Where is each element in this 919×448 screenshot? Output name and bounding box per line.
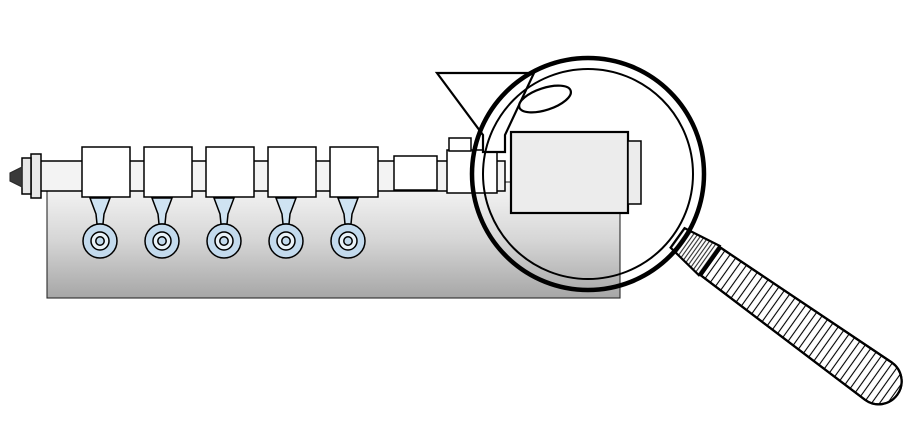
heater-block [329,146,379,198]
feed-top-block [448,137,472,152]
heater-blocks [81,146,379,198]
die-flange-outer [30,153,42,199]
lens-inner-ring [482,68,694,280]
coupling-block [393,155,438,191]
heater-block [267,146,317,198]
zoom-section-cap [627,140,642,205]
lens-highlight-icon [517,84,573,114]
handle-grip-ribs [701,247,902,405]
heater-block [143,146,193,198]
heater-block [205,146,255,198]
die-flange-inner [21,157,32,195]
heater-block [81,146,131,198]
zoom-section-block [509,130,630,215]
handle-grip-outline [699,246,903,406]
die-tip [9,166,23,188]
magnifier-handle [669,226,903,406]
lens-outer-ring [469,55,707,293]
